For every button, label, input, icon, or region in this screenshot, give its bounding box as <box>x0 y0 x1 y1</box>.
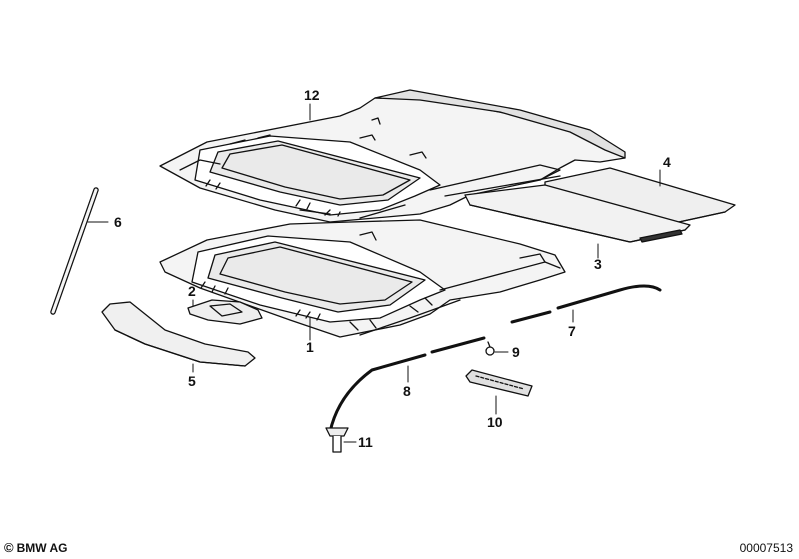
callout-5: 5 <box>188 373 196 389</box>
callout-8: 8 <box>403 383 411 399</box>
lower-headliner-panel <box>159 219 566 338</box>
bracket-part-2 <box>187 299 263 325</box>
callout-1: 1 <box>306 339 314 355</box>
callout-3: 3 <box>594 256 602 272</box>
copyright-symbol: © <box>4 540 14 555</box>
switch-part-10 <box>465 369 533 397</box>
guide-rod <box>50 187 99 315</box>
callout-4: 4 <box>663 154 671 170</box>
seal-strip <box>510 284 662 324</box>
callout-12: 12 <box>304 87 320 103</box>
callout-10: 10 <box>487 414 503 430</box>
callout-7: 7 <box>568 323 576 339</box>
callout-6: 6 <box>114 214 122 230</box>
drive-cable <box>328 336 486 434</box>
crank-pin <box>325 427 349 453</box>
callout-9: 9 <box>512 344 520 360</box>
callout-11: 11 <box>358 434 373 450</box>
sun-shade-panel <box>101 301 256 367</box>
diagram-code: 00007513 <box>739 541 793 555</box>
middle-trim-strip <box>464 184 691 243</box>
copyright-text: BMW AG <box>16 541 68 555</box>
copyright-notice: ©BMW AG <box>4 540 67 555</box>
upper-headliner-panel <box>159 89 626 223</box>
clip-part-9 <box>485 341 495 356</box>
callout-2: 2 <box>188 283 196 299</box>
